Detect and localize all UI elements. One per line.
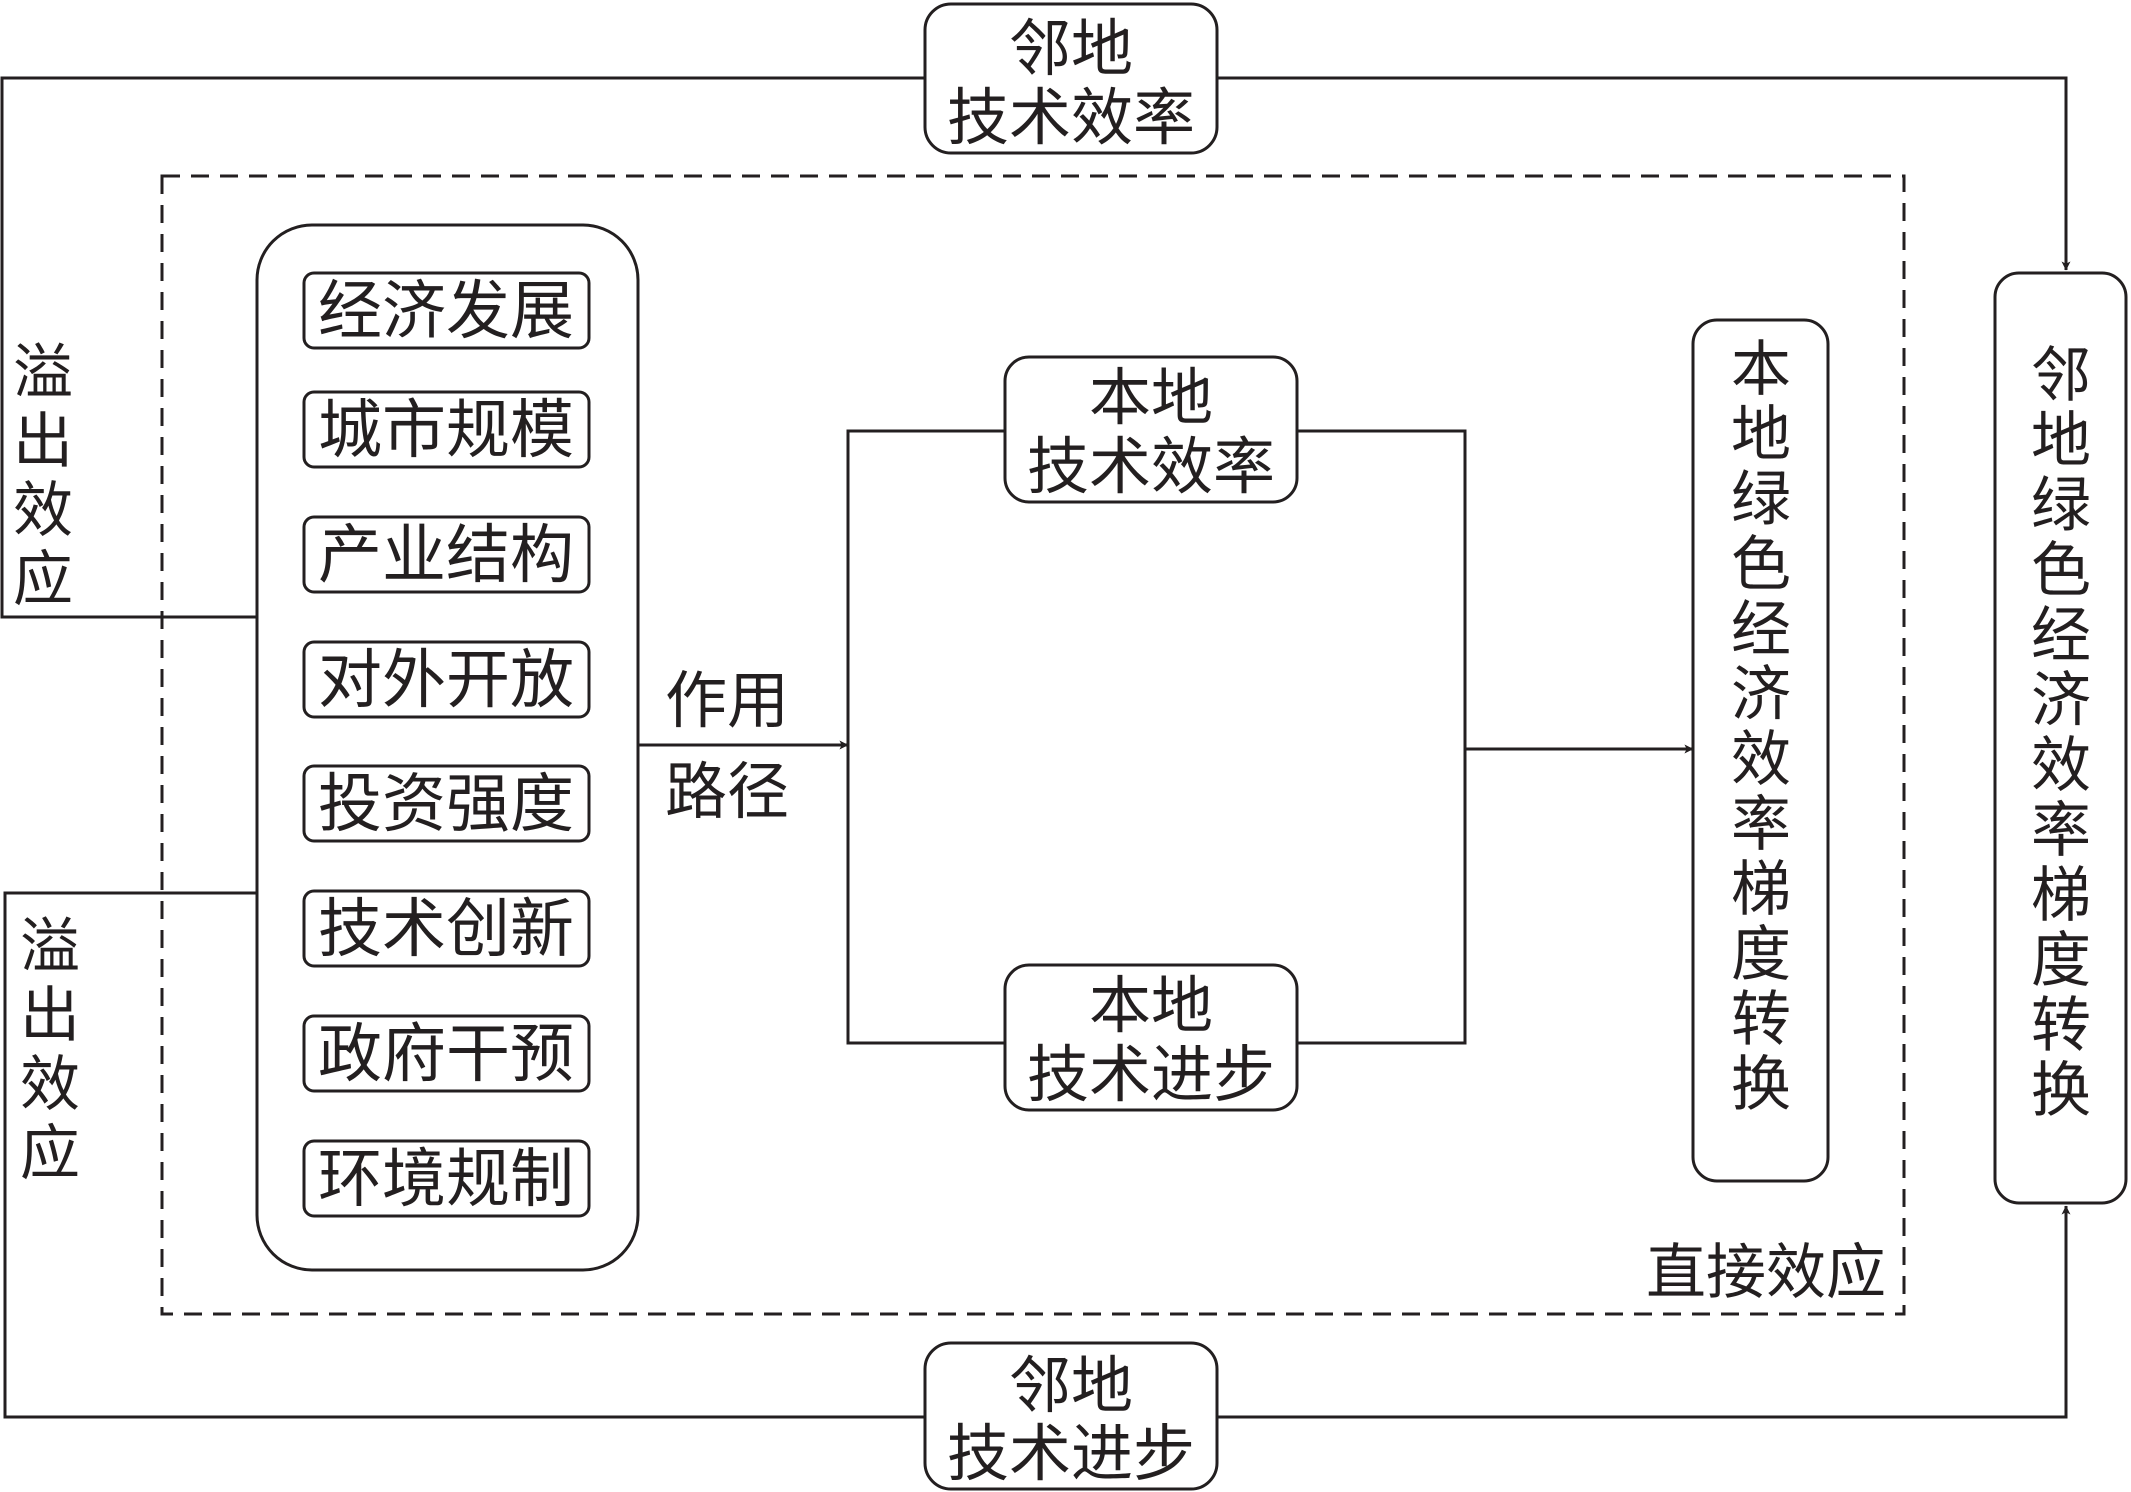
neighbor-progress-line2: 技术进步 (947, 1417, 1195, 1490)
svg-text:效: 效 (13, 476, 73, 546)
svg-text:效: 效 (1731, 725, 1791, 795)
factor-technological-innovation: 技术创新 (302, 889, 591, 968)
svg-text:环境规制: 环境规制 (318, 1143, 574, 1217)
factor-economic-development: 经济发展 (302, 271, 591, 350)
svg-text:溢: 溢 (13, 338, 73, 408)
svg-text:技术创新: 技术创新 (318, 893, 574, 967)
neighbor-progress-box (923, 1341, 1219, 1491)
svg-text:转: 转 (2031, 991, 2091, 1061)
svg-text:度: 度 (1731, 920, 1791, 990)
neighbor-outcome-label: 邻 地 绿 色 经 济 效 率 梯 度 转 换 (2031, 341, 2091, 1126)
svg-text:绿: 绿 (1731, 465, 1791, 535)
neighbor-efficiency-box (923, 2, 1219, 155)
svg-text:经济发展: 经济发展 (318, 275, 574, 349)
factor-environmental-regulation: 环境规制 (302, 1139, 591, 1218)
svg-text:应: 应 (20, 1119, 80, 1189)
factor-industrial-structure: 产业结构 (302, 515, 591, 594)
direct-effect-label: 直接效应 (1646, 1238, 1886, 1308)
path-label-line1: 作用 (665, 664, 789, 737)
local-progress-box (1003, 963, 1299, 1112)
spillover-label-upper: 溢 出 效 应 (13, 338, 73, 615)
svg-text:产业结构: 产业结构 (318, 519, 574, 593)
svg-text:经: 经 (1731, 595, 1791, 665)
factor-list: 经济发展 城市规模 产业结构 对外开放 投资强度 技术创新 政府干预 环境规制 (302, 271, 591, 1218)
top-spillover-line (0, 76, 925, 619)
svg-text:换: 换 (1731, 1050, 1791, 1120)
svg-text:率: 率 (1731, 790, 1791, 860)
svg-text:溢: 溢 (20, 912, 80, 982)
spillover-label-lower: 溢 出 效 应 (20, 912, 80, 1189)
svg-text:济: 济 (1731, 660, 1791, 730)
local-progress-line1: 本地 (1089, 969, 1213, 1042)
local-outcome-box (1691, 318, 1830, 1183)
factor-government-intervention: 政府干预 (302, 1014, 591, 1093)
direct-effect-region (160, 174, 1906, 1316)
svg-text:城市规模: 城市规模 (318, 394, 574, 468)
svg-text:色: 色 (2031, 536, 2091, 606)
svg-text:对外开放: 对外开放 (318, 644, 574, 718)
svg-text:换: 换 (2031, 1056, 2091, 1126)
factor-openness: 对外开放 (302, 640, 591, 719)
factor-city-scale: 城市规模 (302, 390, 591, 469)
local-efficiency-box (1003, 355, 1299, 504)
svg-text:梯: 梯 (2031, 861, 2091, 931)
mechanism-bracket-right (1297, 429, 1467, 1045)
svg-text:绿: 绿 (2031, 471, 2091, 541)
top-neighbor-arrow (1217, 76, 2071, 271)
svg-text:投资强度: 投资强度 (318, 768, 574, 842)
factor-investment-intensity: 投资强度 (302, 764, 591, 843)
svg-text:效: 效 (2031, 731, 2091, 801)
neighbor-efficiency-line2: 技术效率 (947, 81, 1195, 154)
svg-text:出: 出 (20, 981, 80, 1051)
svg-text:出: 出 (13, 407, 73, 477)
mechanism-bracket-left (846, 429, 1005, 1045)
svg-text:色: 色 (1731, 530, 1791, 600)
neighbor-efficiency-line1: 邻地 (1009, 12, 1133, 85)
neighbor-progress-line1: 邻地 (1009, 1349, 1133, 1422)
svg-text:率: 率 (2031, 796, 2091, 866)
local-progress-line2: 技术进步 (1027, 1038, 1275, 1111)
svg-text:效: 效 (20, 1050, 80, 1120)
svg-text:度: 度 (2031, 926, 2091, 996)
path-label-line2: 路径 (665, 755, 789, 828)
local-efficiency-line2: 技术效率 (1027, 430, 1275, 503)
bottom-spillover-line (3, 891, 925, 1419)
neighbor-outcome-box (1993, 271, 2128, 1205)
svg-text:地: 地 (2031, 406, 2091, 476)
svg-text:政府干预: 政府干预 (318, 1018, 574, 1092)
svg-text:转: 转 (1731, 985, 1791, 1055)
bottom-neighbor-arrow (1217, 1205, 2071, 1419)
svg-text:济: 济 (2031, 666, 2091, 736)
svg-text:应: 应 (13, 545, 73, 615)
svg-text:本: 本 (1731, 335, 1791, 405)
local-outcome-label: 本 地 绿 色 经 济 效 率 梯 度 转 换 (1731, 335, 1791, 1120)
svg-text:邻: 邻 (2031, 341, 2091, 411)
svg-text:地: 地 (1731, 400, 1791, 470)
local-efficiency-line1: 本地 (1089, 361, 1213, 434)
factors-container (255, 223, 640, 1272)
svg-text:经: 经 (2031, 601, 2091, 671)
svg-text:梯: 梯 (1731, 855, 1791, 925)
